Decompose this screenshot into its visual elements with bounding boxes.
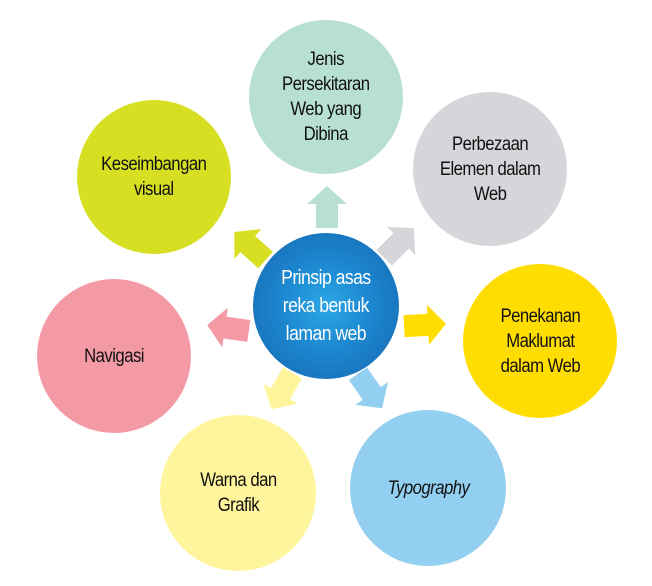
node-label: Perbezaan Elemen dalam Web: [440, 132, 541, 207]
node-label-line: Web yang: [290, 99, 362, 120]
center-label-line: reka bentuk: [282, 295, 370, 317]
node-label-line: Persekitaran: [282, 74, 370, 95]
node-label-line: Jenis: [307, 49, 345, 70]
arrow-icon-to-keseimbangan-visual: [234, 229, 273, 269]
node-label: Navigasi: [84, 344, 144, 369]
node-label-line: Navigasi: [84, 345, 144, 367]
arrow-icon-to-perbezaan-elemen: [376, 226, 416, 266]
node-penekanan-maklumat: Penekanan Maklumat dalam Web: [463, 264, 617, 418]
node-label-line: Perbezaan: [451, 133, 529, 155]
node-typography: Typography: [350, 410, 506, 566]
node-label: Typography: [387, 476, 469, 501]
node-label-line: Keseimbangan: [101, 154, 207, 175]
node-label-line: Maklumat: [505, 330, 575, 352]
arrow-icon-to-navigasi: [207, 307, 251, 348]
node-keseimbangan-visual: Keseimbangan visual: [77, 100, 231, 254]
node-warna-grafik: Warna dan Grafik: [160, 415, 316, 571]
node-perbezaan-elemen: Perbezaan Elemen dalam Web: [413, 92, 567, 246]
center-node-label: Prinsip asas reka bentuk laman web: [281, 264, 371, 348]
node-label-line: Penekanan: [500, 305, 580, 327]
node-label-line: Elemen dalam: [439, 158, 541, 180]
arrow-icon-to-jenis-persekitaran: [307, 186, 347, 228]
node-label-line: visual: [134, 179, 174, 200]
node-label: Penekanan Maklumat dalam Web: [500, 304, 580, 379]
arrow-icon-to-penekanan-maklumat: [403, 304, 446, 345]
center-label-line: Prinsip asas: [281, 267, 371, 289]
node-label-line: Web: [473, 183, 507, 205]
node-label-line: Typography: [387, 477, 469, 499]
node-label: Jenis Persekitaran Web yang Dibina: [282, 47, 370, 147]
node-label-line: Grafik: [217, 495, 259, 516]
node-label-line: Warna dan: [199, 470, 277, 491]
arrow-icon-to-warna-grafik: [263, 367, 303, 410]
node-label: Keseimbangan visual: [101, 152, 207, 202]
center-label-line: laman web: [285, 323, 367, 345]
center-node-prinsip-asas: Prinsip asas reka bentuk laman web: [253, 233, 399, 379]
node-label-line: dalam Web: [500, 355, 580, 377]
node-jenis-persekitaran: Jenis Persekitaran Web yang Dibina: [249, 20, 403, 174]
node-label-line: Dibina: [303, 124, 349, 145]
node-navigasi: Navigasi: [37, 279, 191, 433]
node-label: Warna dan Grafik: [199, 468, 277, 518]
arrow-icon-to-typography: [348, 367, 389, 409]
